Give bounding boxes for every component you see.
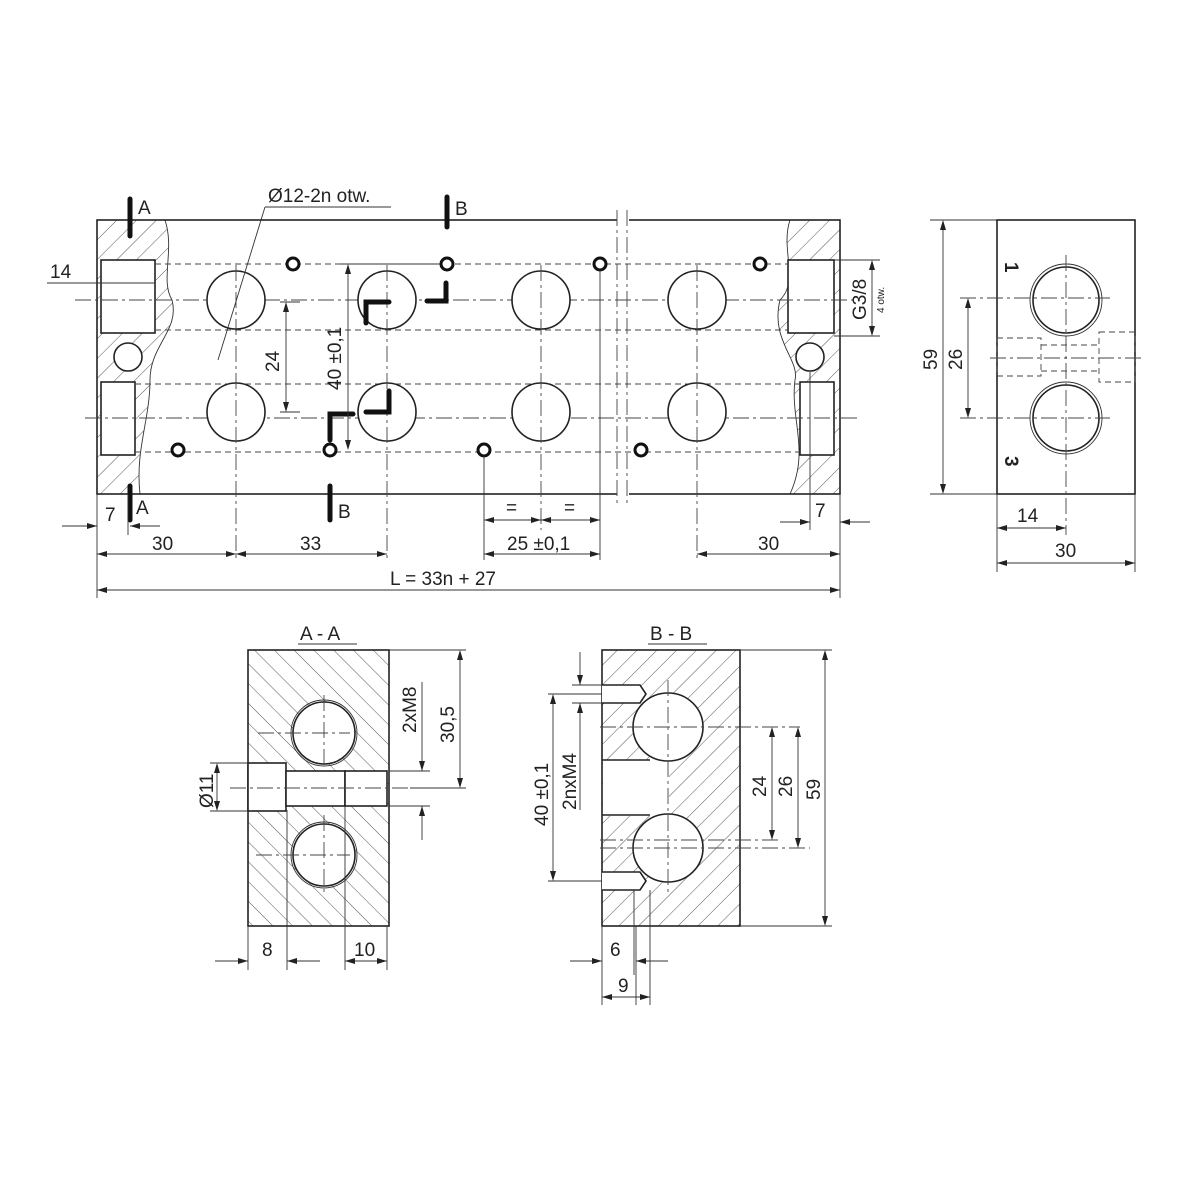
dim-30: 30 [1055, 541, 1076, 562]
dim-59: 59 [921, 349, 942, 370]
dim-24: 24 [263, 350, 284, 372]
side-view: 1 3 59 26 14 30 [921, 219, 1145, 572]
left-side-hole [113, 342, 143, 372]
section-b-label: B [338, 502, 351, 523]
dim-equal-right: = [564, 498, 575, 519]
dim-33: 33 [300, 534, 321, 555]
dim-30-left: 30 [152, 534, 173, 555]
dim-8: 8 [262, 940, 273, 961]
dim-14: 14 [50, 262, 72, 283]
left-port-lower [100, 381, 136, 456]
dim-9: 9 [618, 976, 629, 997]
section-bb: B - B 40 ±0,1 2nxM4 24 26 59 6 [532, 624, 832, 1005]
port-3-label: 3 [1000, 456, 1021, 467]
dim-14: 14 [1017, 506, 1039, 527]
dim-30-5: 30,5 [438, 706, 459, 743]
dim-24: 24 [750, 775, 771, 797]
dim-10: 10 [354, 940, 375, 961]
dim-7-right: 7 [815, 501, 826, 522]
section-a-label: A [138, 198, 151, 219]
section-a-label: A [136, 498, 149, 519]
dim-59: 59 [804, 779, 825, 800]
dim-25: 25 ±0,1 [507, 534, 570, 555]
dim-26: 26 [946, 349, 967, 370]
section-aa-title: A - A [300, 624, 340, 645]
section-bb-title: B - B [650, 624, 692, 645]
left-port-upper [100, 259, 156, 334]
port-count-label: 4 otw. [876, 287, 887, 313]
dim-30-right: 30 [758, 534, 779, 555]
dim-40: 40 ±0,1 [532, 763, 553, 826]
section-aa: A - A Ø11 2xM8 30,5 8 10 [197, 624, 466, 970]
port-thread-label: G3/8 [850, 279, 871, 320]
dim-40: 40 ±0,1 [325, 327, 346, 390]
right-port-upper [787, 259, 835, 334]
thread-m8-label: 2xM8 [400, 687, 421, 733]
right-side-hole [795, 342, 825, 372]
manifold-body-outline [96, 219, 841, 495]
thread-m4-label: 2nxM4 [560, 753, 581, 810]
dim-6: 6 [610, 940, 621, 961]
dim-length-formula: L = 33n + 27 [390, 569, 496, 590]
main-view: A A B B Ø12-2n otw. 14 24 40 ±0,1 7 30 3… [47, 186, 887, 598]
dim-equal-left: = [506, 498, 517, 519]
dim-26: 26 [776, 776, 797, 797]
section-b-label: B [455, 199, 468, 220]
large-holes [206, 270, 727, 442]
port-1-label: 1 [1000, 262, 1021, 273]
right-port-lower [799, 381, 835, 456]
dim-diameter-11: Ø11 [197, 773, 218, 808]
dim-7-left: 7 [105, 505, 116, 526]
hole-note: Ø12-2n otw. [268, 186, 370, 207]
